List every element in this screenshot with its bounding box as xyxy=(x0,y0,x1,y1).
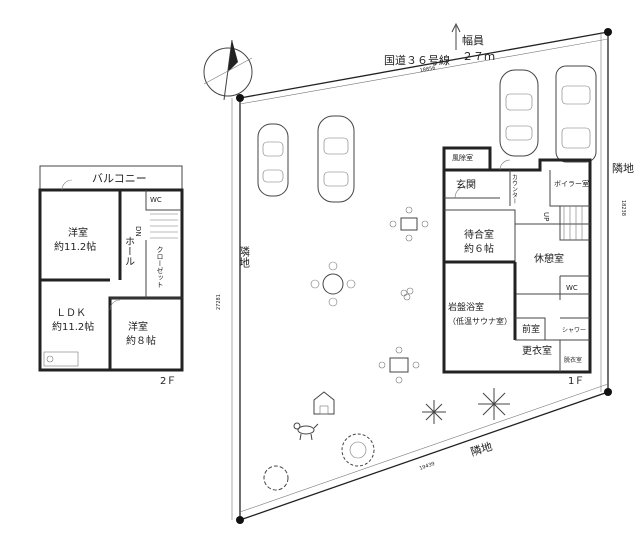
floor1-level: 1Ｆ xyxy=(568,376,584,387)
road-width-value: ２７ｍ xyxy=(462,50,495,63)
car-icon xyxy=(317,115,355,203)
neighbor-right-text: 隣地 xyxy=(612,161,634,175)
site-boundary xyxy=(231,28,612,524)
floor2-room-west-name: 洋室 xyxy=(68,226,88,239)
neighbor-left-label: 隣地 xyxy=(238,245,251,268)
floor2-closet: クローゼット xyxy=(156,246,164,288)
floor1-stairs: UP xyxy=(542,212,550,221)
table-chairs-icon xyxy=(389,206,429,242)
floor2-ldk-name: ＬＤＫ xyxy=(56,308,86,319)
palm-icon xyxy=(422,400,446,424)
floor2-stairs: DN xyxy=(134,226,142,237)
floor2-hall: ホール xyxy=(123,236,135,266)
floor1-bath-room: 風除室 xyxy=(452,153,473,162)
floor2-wc: WC xyxy=(150,196,162,204)
dimension-left: 27281 xyxy=(216,294,222,310)
floor1-changing: 更衣室 xyxy=(522,344,552,357)
neighbor-right-label: 隣地 xyxy=(612,161,634,175)
palm-icon xyxy=(478,388,510,420)
floor2-level: 2Ｆ xyxy=(160,376,176,387)
floor1-front-room: 前室 xyxy=(522,323,540,335)
floor2-plan xyxy=(38,165,184,372)
floor2-room-east-area: 約８帖 xyxy=(126,334,156,347)
floor1-shower: シャワー xyxy=(562,327,586,334)
car-icon xyxy=(257,123,289,197)
floor1-boiler: ボイラー室 xyxy=(554,179,589,188)
road-width-label: 幅員 xyxy=(462,34,484,47)
tree-icon xyxy=(263,465,289,491)
floor1-undressing: 脱衣室 xyxy=(564,356,582,364)
floor2-ldk-area: 約11.2帖 xyxy=(52,320,94,333)
tree-icon xyxy=(341,433,375,467)
table-chairs-icon xyxy=(378,346,420,384)
floor2-room-east-name: 洋室 xyxy=(128,320,148,333)
dimension-top: 18856 xyxy=(419,65,436,74)
floor1-counter: カウンター xyxy=(511,174,518,204)
flower-icon xyxy=(400,287,414,301)
floor1-waiting-name: 待合室 xyxy=(464,228,494,241)
dog-icon xyxy=(293,422,319,441)
floor1-rest: 休憩室 xyxy=(534,252,564,265)
car-icon xyxy=(555,65,597,163)
floor1-bedrock-sub: （低温サウナ室） xyxy=(448,316,512,326)
floor1-plan xyxy=(442,146,592,374)
floor1-waiting-area: 約６帖 xyxy=(464,242,494,255)
neighbor-bottom-label: 隣地 xyxy=(469,439,494,459)
floor1-wc: WC xyxy=(566,284,578,292)
doghouse-icon xyxy=(313,391,335,415)
table-chairs-icon xyxy=(310,261,356,307)
north-arrow-icon xyxy=(203,39,253,101)
floor1-entrance: 玄関 xyxy=(456,178,476,191)
floor1-bedrock-name: 岩盤浴室 xyxy=(448,301,484,313)
floor2-room-west-area: 約11.2帖 xyxy=(54,240,96,253)
dimension-right: 18238 xyxy=(620,200,626,216)
car-icon xyxy=(499,69,539,157)
neighbor-left-text: 隣地 xyxy=(238,245,251,268)
road-arrow-icon xyxy=(451,22,461,50)
floor2-balcony: バルコニー xyxy=(92,172,147,185)
dimension-bottom: 19439 xyxy=(419,461,436,472)
road-name: 国道３６号線 xyxy=(384,53,450,67)
